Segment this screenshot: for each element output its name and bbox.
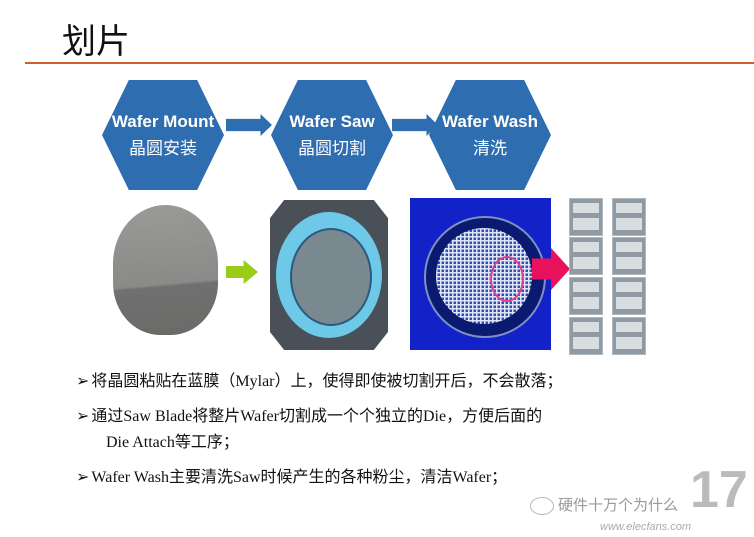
flow-step-en: Wafer Saw <box>289 111 375 131</box>
bullet-marker-icon: ➢ <box>76 408 90 425</box>
die-icon <box>612 198 646 236</box>
flow-step-wafer-wash: Wafer Wash 清洗 <box>429 80 551 190</box>
die-icon <box>569 277 603 315</box>
page-number: 17 <box>690 461 748 519</box>
die-icon <box>569 237 603 275</box>
flow-step-wafer-saw: Wafer Saw 晶圆切割 <box>271 80 393 190</box>
die-icon <box>569 198 603 236</box>
bullet-item: ➢Wafer Wash主要清洗Saw时候产生的各种粉尘，清洁Wafer； <box>76 468 507 488</box>
die-icon <box>612 237 646 275</box>
watermark-url: www.elecfans.com <box>600 521 692 533</box>
title-divider <box>25 62 754 64</box>
flow-arrow-icon <box>226 114 272 136</box>
die-icon <box>569 317 603 355</box>
flow-step-en: Wafer Wash <box>441 111 539 131</box>
die-icon <box>612 277 646 315</box>
bullet-item: ➢通过Saw Blade将整片Wafer切割成一个个独立的Die，方便后面的 <box>76 407 542 427</box>
bullet-text: 通过Saw Blade将整片Wafer切割成一个个独立的Die，方便后面的 <box>91 408 543 425</box>
bullet-item: ➢将晶圆粘贴在蓝膜（Mylar）上，使得即使被切割开后，不会散落； <box>76 372 563 392</box>
flow-step-zh: 清洗 <box>473 138 507 159</box>
bullet-marker-icon: ➢ <box>76 373 90 390</box>
mounted-wafer-frame-image <box>270 200 388 350</box>
bullet-text: 将晶圆粘贴在蓝膜（Mylar）上，使得即使被切割开后，不会散落； <box>91 373 563 390</box>
bullet-continuation: Die Attach等工序； <box>106 434 239 451</box>
watermark-name: 硬件十万个为什么 <box>558 496 679 514</box>
slide-title: 划片 <box>62 22 130 62</box>
flow-step-en: Wafer Mount <box>111 111 215 131</box>
green-arrow-icon <box>226 260 258 284</box>
die-icon <box>612 317 646 355</box>
flow-step-zh: 晶圆切割 <box>298 138 366 159</box>
bullet-marker-icon: ➢ <box>76 469 90 486</box>
bullet-text: Wafer Wash主要清洗Saw时候产生的各种粉尘，清洁Wafer； <box>91 469 508 486</box>
flow-step-zh: 晶圆安装 <box>129 138 197 159</box>
wechat-icon <box>530 497 554 515</box>
wafer-image <box>113 205 218 335</box>
flow-arrow-icon <box>392 114 438 136</box>
flow-step-wafer-mount: Wafer Mount 晶圆安装 <box>102 80 224 190</box>
sawn-wafer-image <box>410 198 551 350</box>
